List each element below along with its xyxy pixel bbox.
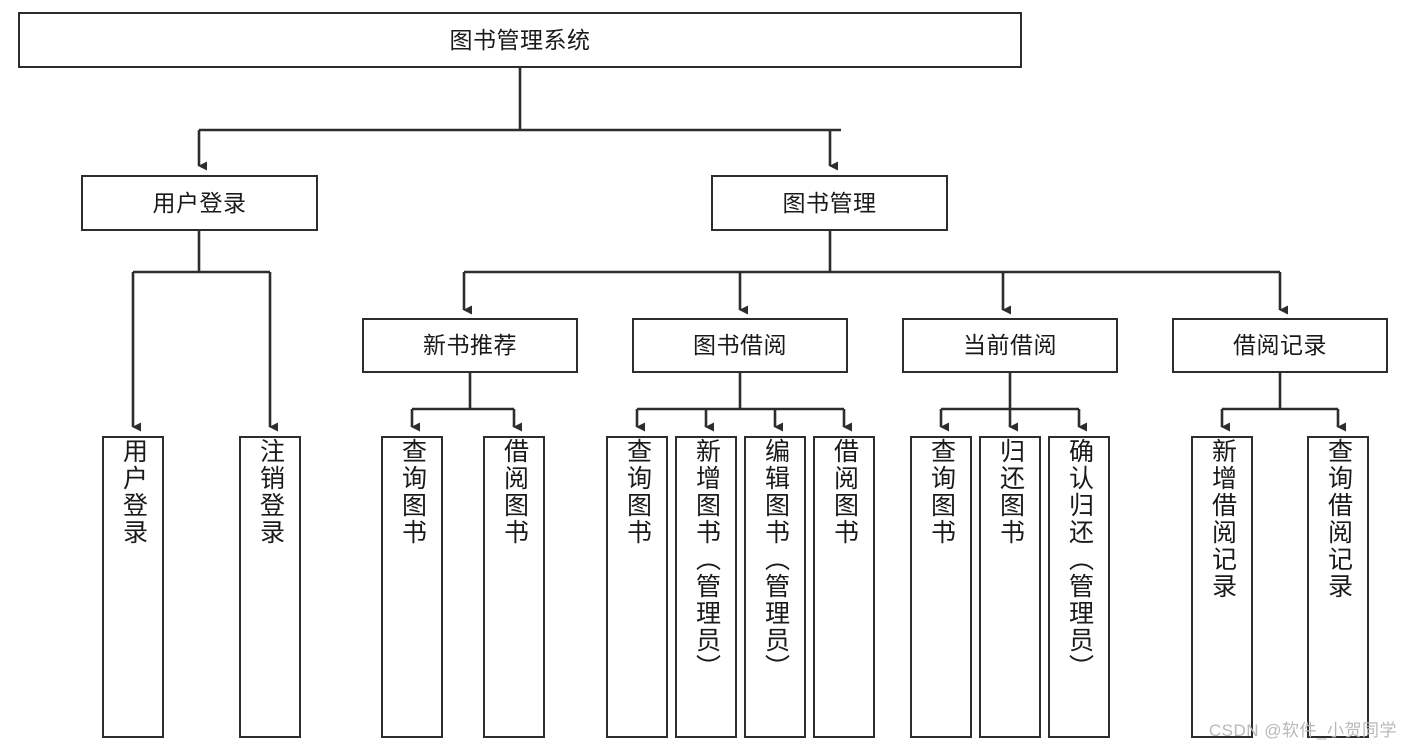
node-current-borrow-label: 当前借阅 [963,332,1057,359]
leaf-record-add-record[interactable]: 新增借阅记录 [1191,436,1253,738]
leaf-borrow-borrow-book-label: 借阅图书 [830,438,859,546]
leaf-current-return-book[interactable]: 归还图书 [979,436,1041,738]
node-root-system[interactable]: 图书管理系统 [18,12,1022,68]
node-new-book-recommend[interactable]: 新书推荐 [362,318,578,373]
leaf-borrow-query-book[interactable]: 查询图书 [606,436,668,738]
node-root-system-label: 图书管理系统 [449,26,591,53]
leaf-logout-label: 注销登录 [256,438,285,546]
leaf-current-confirm-return[interactable]: 确认归还（管理员） [1048,436,1110,738]
leaf-current-query-book[interactable]: 查询图书 [910,436,972,738]
leaf-record-add-record-label: 新增借阅记录 [1208,438,1237,600]
leaf-record-query-record[interactable]: 查询借阅记录 [1307,436,1369,738]
leaf-record-query-record-label: 查询借阅记录 [1324,438,1353,600]
node-borrow-record-label: 借阅记录 [1233,332,1327,359]
leaf-current-query-book-label: 查询图书 [927,438,956,546]
leaf-newbook-query-book[interactable]: 查询图书 [381,436,443,738]
node-book-borrow-label: 图书借阅 [693,332,787,359]
node-current-borrow[interactable]: 当前借阅 [902,318,1118,373]
leaf-current-return-book-label: 归还图书 [996,438,1025,546]
leaf-borrow-add-book-label: 新增图书（管理员） [692,438,721,681]
csdn-watermark: CSDN @软件_小贺同学 [1208,721,1397,740]
leaf-borrow-edit-book-label: 编辑图书（管理员） [761,438,790,681]
leaf-borrow-borrow-book[interactable]: 借阅图书 [813,436,875,738]
node-borrow-record[interactable]: 借阅记录 [1172,318,1388,373]
leaf-newbook-query-book-label: 查询图书 [398,438,427,546]
leaf-borrow-edit-book[interactable]: 编辑图书（管理员） [744,436,806,738]
leaf-newbook-borrow-book[interactable]: 借阅图书 [483,436,545,738]
node-book-management[interactable]: 图书管理 [711,175,948,231]
leaf-newbook-borrow-book-label: 借阅图书 [500,438,529,546]
node-new-book-recommend-label: 新书推荐 [423,332,517,359]
node-user-login-label: 用户登录 [152,189,247,216]
leaf-user-login-label: 用户登录 [119,438,148,546]
node-book-management-label: 图书管理 [782,189,877,216]
node-book-borrow[interactable]: 图书借阅 [632,318,848,373]
leaf-borrow-add-book[interactable]: 新增图书（管理员） [675,436,737,738]
leaf-user-login[interactable]: 用户登录 [102,436,164,738]
leaf-current-confirm-return-label: 确认归还（管理员） [1065,438,1094,681]
leaf-borrow-query-book-label: 查询图书 [623,438,652,546]
node-user-login[interactable]: 用户登录 [81,175,318,231]
leaf-logout[interactable]: 注销登录 [239,436,301,738]
